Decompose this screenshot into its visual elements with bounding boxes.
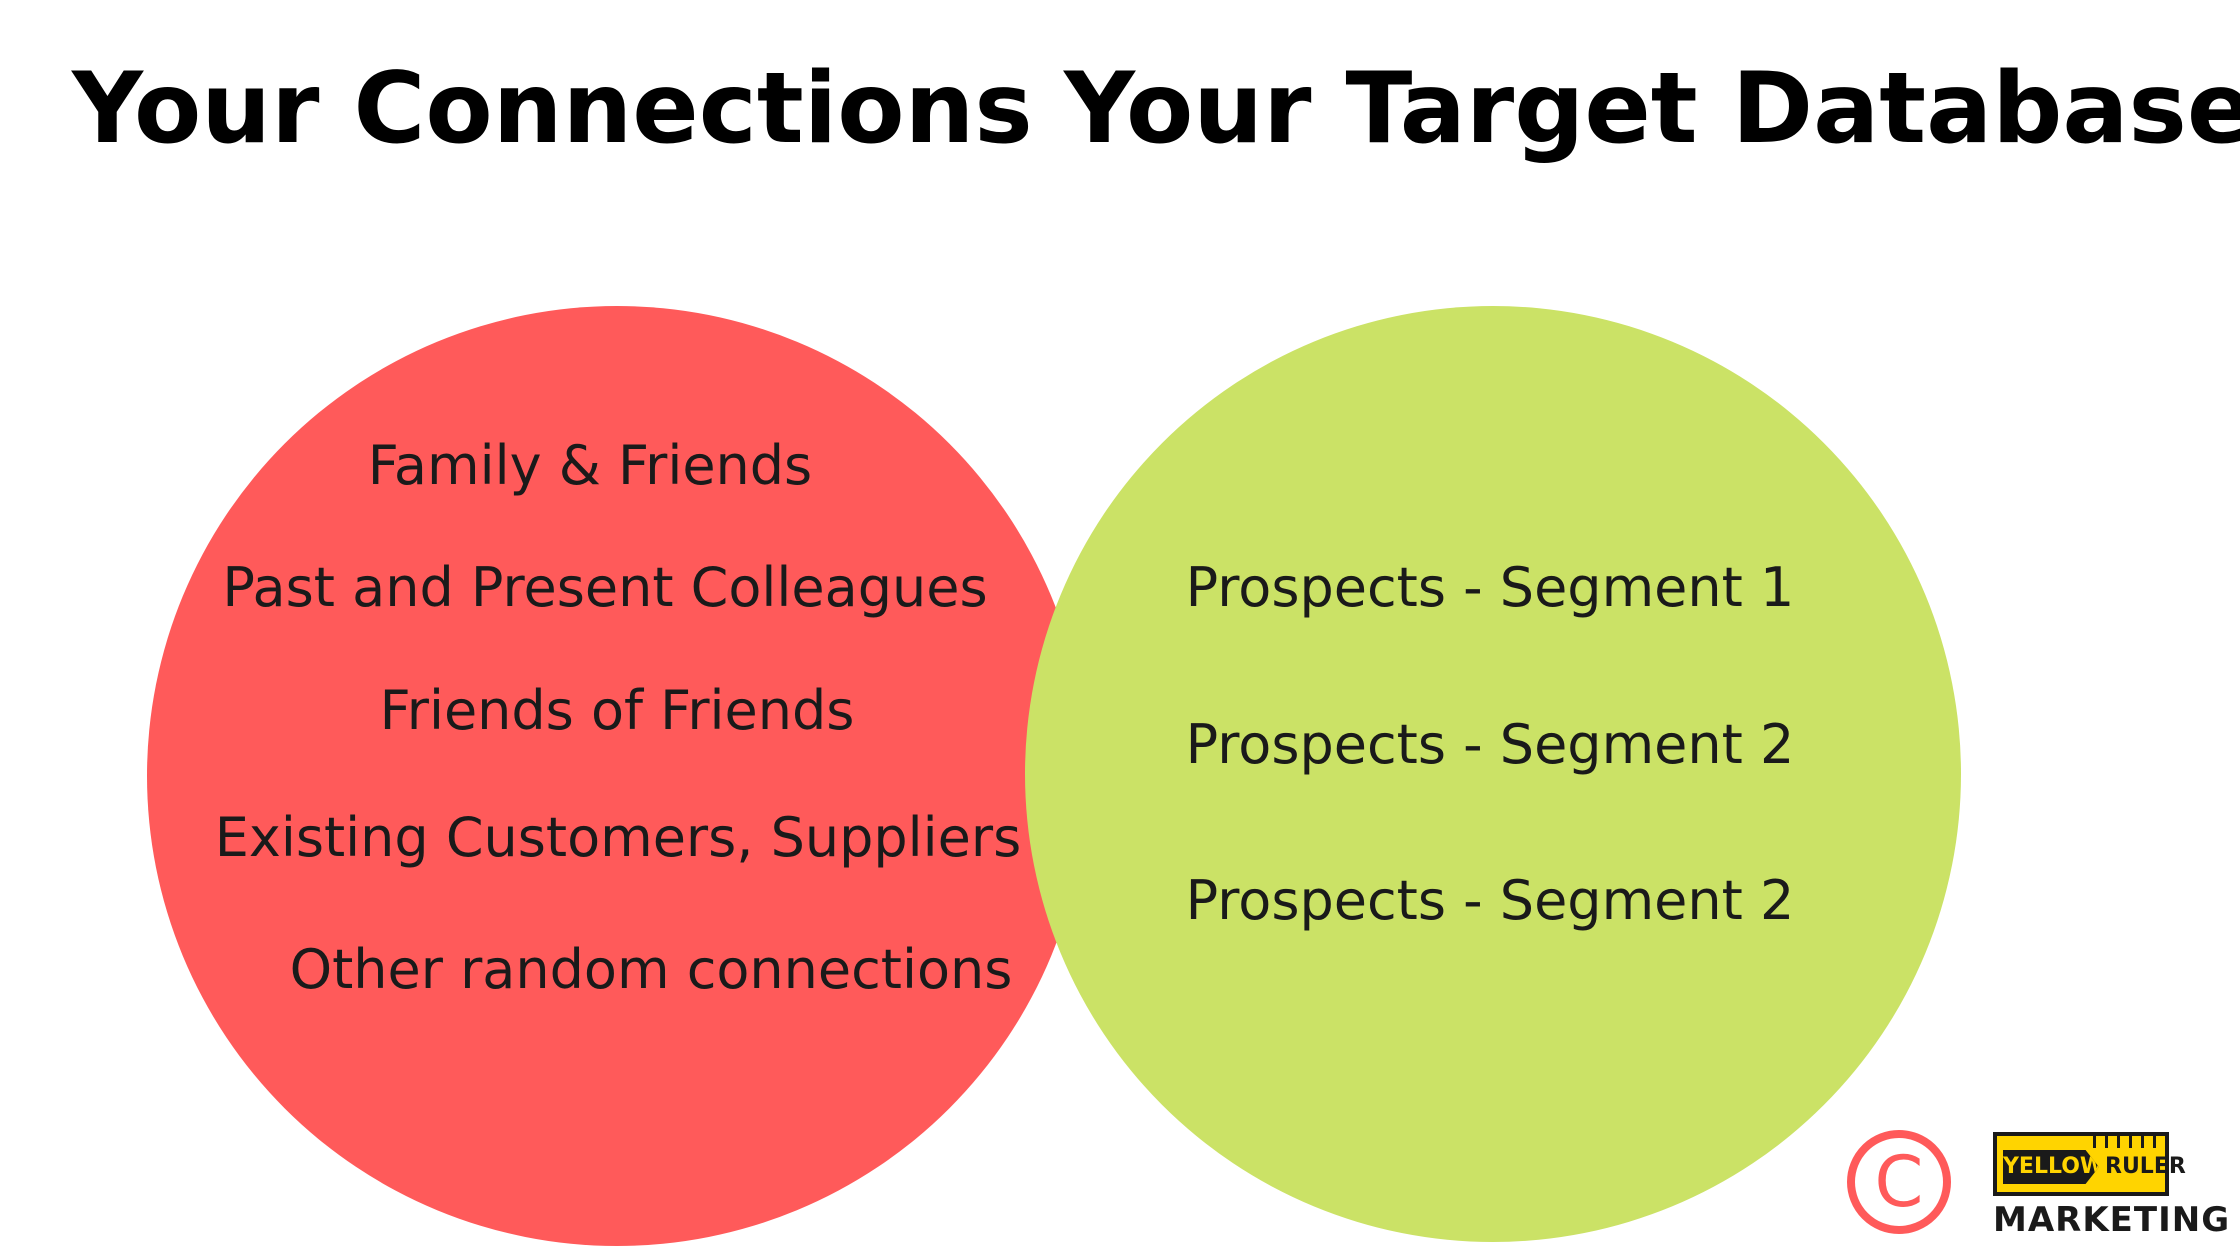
ruler-ticks-icon: [2093, 1136, 2169, 1148]
connections-circle: [147, 306, 1087, 1246]
target-database-title: Your Target Database: [1064, 52, 2240, 166]
target-segment-2: Prospects - Segment 2: [1185, 713, 1795, 776]
target-segment-1: Prospects - Segment 1: [1185, 556, 1795, 619]
logo-word-yellow: YELLOW: [2003, 1150, 2099, 1184]
copyright-icon: C: [1847, 1130, 1951, 1234]
connection-colleagues: Past and Present Colleagues: [222, 556, 988, 619]
connection-family-friends: Family & Friends: [367, 434, 813, 497]
target-segment-3: Prospects - Segment 2: [1185, 869, 1795, 932]
connection-other: Other random connections: [289, 938, 1013, 1001]
connections-title: Your Connections: [72, 52, 1033, 166]
target-database-circle: [1025, 306, 1961, 1242]
logo-word-ruler: RULER: [2105, 1154, 2186, 1179]
connection-customers-suppliers: Existing Customers, Suppliers: [214, 806, 1022, 869]
yellow-ruler-marketing-logo: YELLOW RULER MARKETING: [1993, 1132, 2231, 1242]
logo-word-marketing: MARKETING: [1993, 1200, 2231, 1240]
logo-ruler-band: YELLOW RULER: [1993, 1132, 2186, 1196]
connection-friends-of-friends: Friends of Friends: [379, 679, 855, 742]
